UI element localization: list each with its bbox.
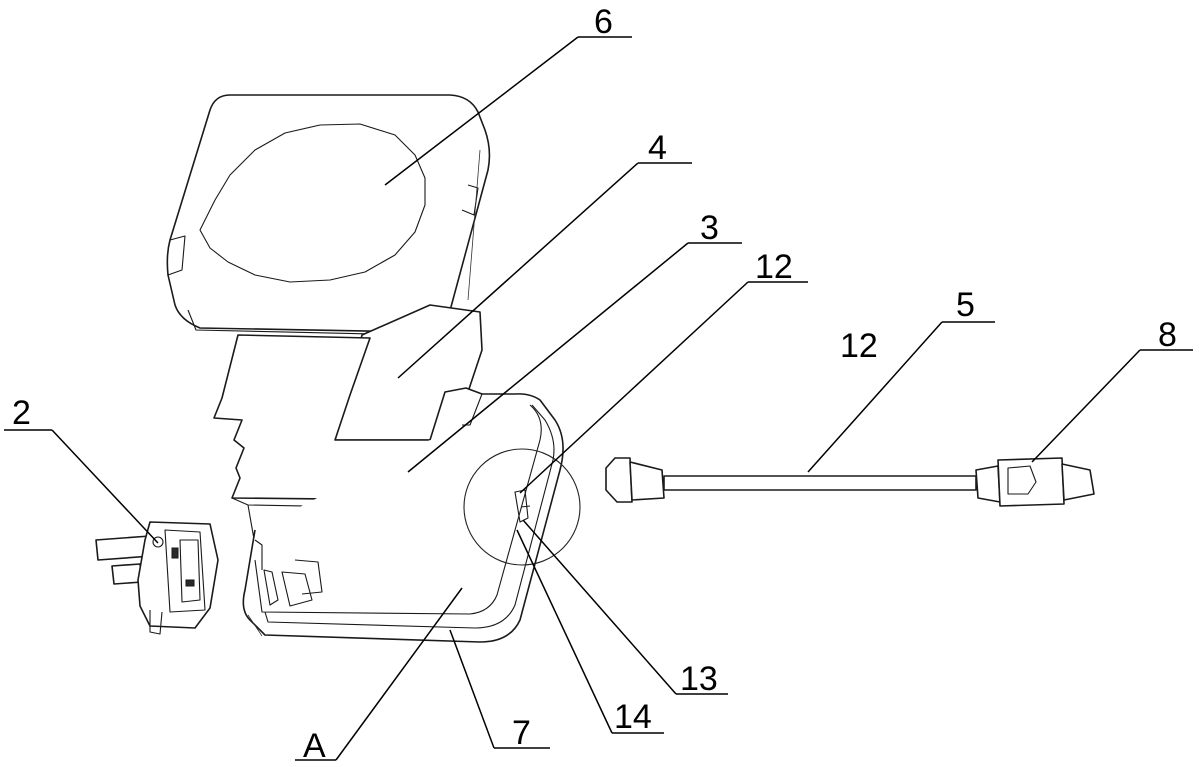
detail-circle-A: [463, 448, 581, 566]
callout-3: 3: [700, 209, 719, 247]
callout-6: 6: [594, 3, 613, 41]
callout-8: 8: [1158, 316, 1177, 354]
callout-2: 2: [12, 394, 31, 432]
cover-part: [166, 94, 491, 336]
housing-part: [242, 387, 564, 643]
leader-6: [384, 36, 579, 186]
leader-8: [1031, 349, 1141, 463]
leader-3: [407, 242, 689, 473]
callout-12-top: 12: [755, 248, 793, 286]
callout-7: 7: [512, 714, 531, 752]
leader-7: [449, 629, 495, 749]
plug-part: [95, 521, 219, 635]
leader-5: [807, 321, 943, 473]
leader-lines: [4, 36, 1193, 761]
callout-A: A: [303, 727, 326, 765]
leader-13: [522, 519, 677, 695]
leader-2: [51, 429, 159, 544]
leader-12a: [519, 281, 749, 494]
callout-13: 13: [680, 660, 718, 698]
leader-A: [335, 587, 463, 761]
callout-12-cable: 12: [840, 327, 878, 365]
leader-14: [516, 529, 613, 734]
callout-14: 14: [614, 698, 652, 736]
leader-4: [397, 162, 639, 379]
cable-part: [605, 457, 1095, 507]
callout-4: 4: [648, 129, 667, 167]
callout-5: 5: [956, 286, 975, 324]
